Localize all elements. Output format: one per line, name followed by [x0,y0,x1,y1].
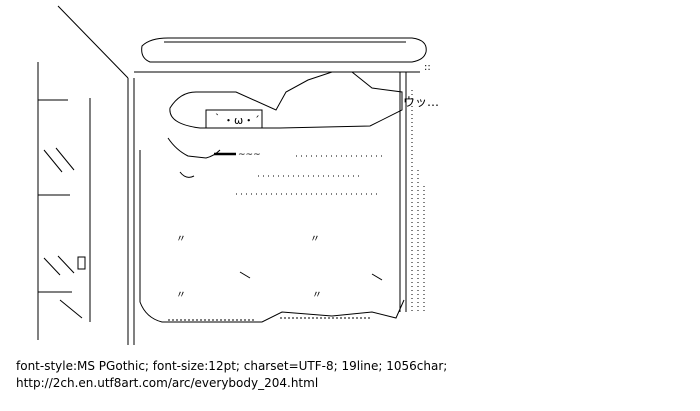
wrinkle-mark: 〃 [310,234,320,245]
ascii-art-bed-scene-icon: :: ｀・ω・´ ウッ… ~~~ 〃 〃 〃 〃 [37,5,439,345]
pillow-outline [169,71,403,129]
wrinkle-mark: 〃 [176,290,186,301]
shelf-item [59,299,83,319]
caption-meta: font-style:MS PGothic; font-size:12pt; c… [16,359,448,373]
shelf-item [55,147,75,171]
wrinkle-line [239,271,251,279]
tilde-text: ~~~ [238,150,261,160]
shelf-item [43,149,63,173]
blanket-outline [139,150,405,323]
ascii-art: :: ｀・ω・´ ウッ… ~~~ 〃 〃 〃 〃 [37,5,439,345]
face-text: ｀・ω・´ [212,112,260,127]
shelf-item [57,255,75,274]
face-box [205,109,263,129]
shelf-box [77,256,86,270]
arm-outline [167,137,221,159]
roof-line [57,5,129,79]
hand-line [179,171,195,178]
caption-url-link[interactable]: http://2ch.en.utf8art.com/arc/everybody_… [16,376,319,390]
wrinkle-mark: 〃 [312,290,322,301]
shelf-item [43,257,61,276]
sound-text: ウッ… [403,95,439,109]
headboard-rail [141,37,427,63]
caption: font-style:MS PGothic; font-size:12pt; c… [16,358,686,392]
wrinkle-line [371,273,383,281]
wrinkle-mark: 〃 [176,234,186,245]
headboard-dots: :: [424,62,431,73]
